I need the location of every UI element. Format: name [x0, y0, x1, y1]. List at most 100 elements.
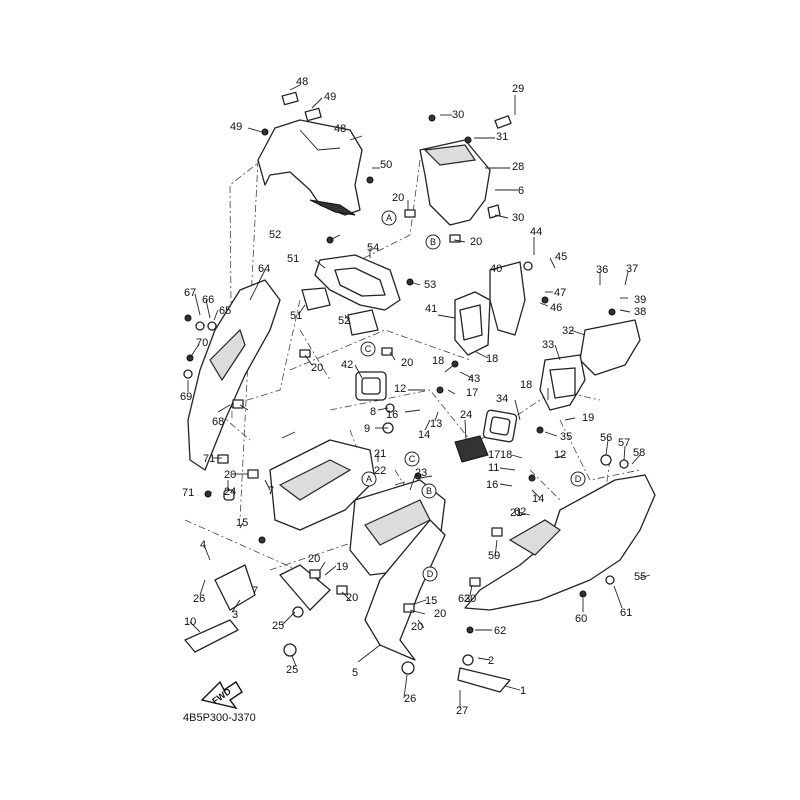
- part-number-label: 61: [620, 607, 632, 619]
- part-number-label: 20: [224, 469, 236, 481]
- part-number-label: 20: [470, 236, 482, 248]
- part-number-label: 68: [212, 416, 224, 428]
- part-number-label: 34: [496, 393, 508, 405]
- callout-b-2: B: [421, 483, 437, 499]
- part-number-label: 67: [184, 287, 196, 299]
- part-number-label: 64: [258, 263, 270, 275]
- part-number-label: 54: [367, 242, 379, 254]
- part-number-label: 22: [374, 465, 386, 477]
- part-number-label: 53: [424, 279, 436, 291]
- part-number-label: 33: [542, 339, 554, 351]
- callout-d-2: D: [422, 566, 438, 582]
- part-number-label: 51: [287, 253, 299, 265]
- callout-circles: A A B B C C D D: [360, 210, 586, 582]
- callout-b-1: B: [425, 234, 441, 250]
- svg-text:B: B: [426, 486, 432, 496]
- part-number-label: 17: [488, 449, 500, 461]
- svg-text:B: B: [430, 237, 436, 247]
- svg-text:C: C: [409, 454, 416, 464]
- part-number-label: 24: [460, 409, 472, 421]
- part-number-label: 8: [370, 406, 376, 418]
- part-number-label: 55: [634, 571, 646, 583]
- part-number-label: 52: [338, 315, 350, 327]
- part-number-label: 41: [425, 303, 437, 315]
- part-number-label: 39: [634, 294, 646, 306]
- part-number-label: 20: [308, 553, 320, 565]
- part-number-label: 63: [458, 593, 470, 605]
- part-number-label: 15: [425, 595, 437, 607]
- part-number-label: 18: [500, 449, 512, 461]
- part-number-label: 58: [633, 447, 645, 459]
- svg-text:D: D: [575, 474, 582, 484]
- part-number-label: 47: [554, 287, 566, 299]
- part-number-label: 60: [575, 613, 587, 625]
- part-number-label: 17: [466, 387, 478, 399]
- diagram-code: 4B5P300-J370: [183, 712, 256, 724]
- part-number-label: 10: [184, 616, 196, 628]
- part-number-label: 70: [196, 337, 208, 349]
- leader-lines: [187, 84, 651, 708]
- part-number-label: 3: [232, 609, 238, 621]
- part-number-label: 1: [520, 685, 526, 697]
- part-number-label: 9: [364, 423, 370, 435]
- part-number-label: 15: [236, 517, 248, 529]
- svg-text:A: A: [366, 474, 372, 484]
- part-number-label: 28: [512, 161, 524, 173]
- part-number-label: 49: [230, 121, 242, 133]
- part-number-label: 20: [401, 357, 413, 369]
- part-number-label: 24: [224, 486, 236, 498]
- callout-c-1: C: [360, 341, 376, 357]
- part-number-label: 71: [203, 453, 215, 465]
- part-number-label: 59: [488, 550, 500, 562]
- part-54-right-side-cover: [464, 474, 656, 611]
- part-number-label: 19: [582, 412, 594, 424]
- part-27-front-upper-cover: [419, 115, 512, 226]
- part-number-label: 36: [596, 264, 608, 276]
- part-number-label: 20: [311, 362, 323, 374]
- part-number-label: 38: [634, 306, 646, 318]
- part-number-label: 13: [430, 418, 442, 430]
- part-number-label: 42: [341, 359, 353, 371]
- part-number-label: 35: [560, 431, 572, 443]
- part-3-10-small-parts: [184, 564, 331, 653]
- part-number-label: 21: [510, 507, 522, 519]
- part-number-label: 50: [380, 159, 392, 171]
- part-number-label: 11: [488, 462, 499, 474]
- part-number-labels: 1234567789101112121314141515161617171818…: [180, 76, 646, 717]
- part-51-pads: [301, 287, 379, 336]
- part-number-label: 19: [336, 561, 348, 573]
- part-number-label: 20: [464, 593, 476, 605]
- part-number-label: 14: [532, 493, 544, 505]
- part-number-label: 2: [488, 655, 494, 667]
- part-number-label: 26: [404, 693, 416, 705]
- part-47-front-inner-cover: [257, 91, 363, 216]
- part-63-left-side-panel: [187, 279, 281, 471]
- part-number-label: 21: [374, 448, 386, 460]
- part-39-40-bracket: [454, 261, 526, 356]
- callout-d-1: D: [570, 471, 586, 487]
- part-number-label: 30: [512, 212, 524, 224]
- part-number-label: 66: [202, 294, 214, 306]
- part-number-label: 5: [352, 667, 358, 679]
- part-1-2-stay: [457, 654, 511, 693]
- part-number-label: 7: [268, 485, 274, 497]
- part-number-label: 14: [418, 429, 430, 441]
- part-number-label: 20: [411, 621, 423, 633]
- part-number-label: 20: [346, 592, 358, 604]
- part-number-label: 45: [555, 251, 567, 263]
- callout-a-1: A: [381, 210, 397, 226]
- part-number-label: 52: [269, 229, 281, 241]
- part-number-label: 51: [290, 310, 302, 322]
- part-number-label: 25: [286, 664, 298, 676]
- part-number-label: 16: [486, 479, 498, 491]
- part-number-label: 18: [486, 353, 498, 365]
- part-number-label: 32: [562, 325, 574, 337]
- fwd-arrow-icon: FWD: [200, 680, 243, 710]
- part-number-label: 12: [394, 383, 406, 395]
- part-number-label: 12: [554, 449, 566, 461]
- callout-c-2: C: [404, 451, 420, 467]
- part-number-label: 20: [392, 192, 404, 204]
- part-number-label: 40: [490, 263, 502, 275]
